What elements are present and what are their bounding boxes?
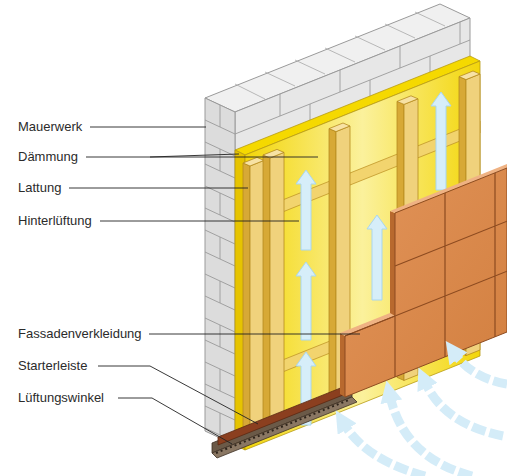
batten-side [243,163,250,442]
leader-line [149,334,360,335]
part-label: Lattung [18,179,61,197]
batten-side [329,129,336,408]
tile-joints [345,173,507,377]
air-arrow [296,262,316,340]
leader-line [118,398,232,444]
air-flow [425,382,503,436]
cladding-edge [390,211,395,316]
perforation [216,400,350,454]
brick-joints [205,105,235,442]
leader-lines [69,127,360,444]
inflow-arrows [344,354,507,476]
part-label: Hinterlüftung [18,212,92,230]
part-label: Lüftungswinkel [18,389,104,407]
leader-line [90,127,206,128]
air-arrow [296,170,316,250]
batten-top [329,123,350,132]
leader-line [69,188,248,189]
air-flow [455,354,507,384]
part-label: Dämmung [18,148,78,166]
part-label: Starterleiste [18,357,87,375]
batten-top [459,71,480,80]
part-label: Mauerwerk [18,118,82,136]
starter-strip [218,385,347,445]
facade-cladding [340,164,507,397]
batten-top [243,157,264,166]
cladding-face [345,168,507,397]
batten-front [270,152,284,434]
batten-top [397,96,418,105]
leader-line [98,366,258,424]
cladding-edge [340,333,345,397]
batten-front [250,160,264,442]
leader-line [150,157,318,158]
leader-line [100,221,299,222]
base-profiles [212,385,357,458]
ventilation-angle [212,397,357,458]
air-flow [344,424,425,476]
air-arrow [367,215,387,300]
batten-side [263,155,270,434]
part-label: Fassadenverkleidung [18,325,142,343]
brick-side [205,98,235,445]
air-arrow [431,92,451,190]
